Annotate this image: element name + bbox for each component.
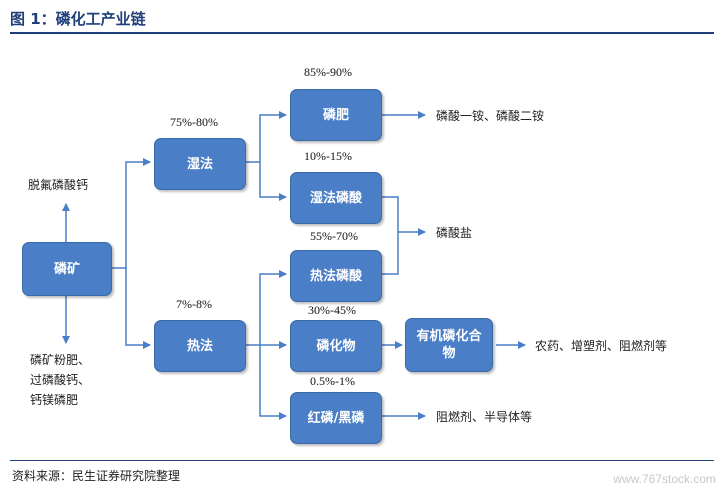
node-thermal-process: 热法 [154,320,246,372]
arrow-wet-acid [259,162,287,201]
pct-fertilizer: 85%-90% [304,65,352,79]
arrow-rock-thermal [125,268,151,349]
node-phosphate-fertilizer: 磷肥 [290,89,382,141]
watermark: www.767stock.com [613,472,716,486]
pct-phosphides: 30%-45% [308,303,356,317]
source-note: 资料来源：民生证券研究院整理 [12,469,181,483]
label-end-uses-organo: 农药、增塑剂、阻燃剂等 [535,339,668,353]
node-wet-phosphoric-acid: 湿法磷酸 [290,172,382,224]
arrow-rock-wet [112,158,151,269]
label-phosphates: 磷酸盐 [436,226,473,240]
node-phosphides: 磷化物 [290,320,382,372]
pct-thermal-acid: 55%-70% [310,229,358,243]
label-fertilizers-item: 磷矿粉肥、 [30,353,91,367]
figure-title: 图 1：磷化工产业链 [10,10,146,28]
node-phosphate-rock: 磷矿 [22,242,112,296]
label-defluorinated-calcium: 脱氟磷酸钙 [28,178,89,192]
arrow-wet-fertilizer [246,111,287,163]
title-divider [10,32,714,34]
merge-bracket [382,196,399,275]
label-ammonium-phosphates: 磷酸一铵、磷酸二铵 [436,109,545,123]
node-wet-process: 湿法 [154,138,246,190]
footer-divider [10,460,714,461]
arrow-thermal-acid [246,270,287,346]
pct-wet: 75%-80% [170,115,218,129]
node-thermal-phosphoric-acid: 热法磷酸 [290,250,382,302]
label-fertilizers-list: 磷矿粉肥、 过磷酸钙、 钙镁磷肥 [30,350,120,410]
pct-thermal: 7%-8% [176,297,212,311]
node-red-black-phosphorus: 红磷/黑磷 [290,392,382,444]
label-fertilizers-item: 过磷酸钙、 [30,373,91,387]
arrow-thermal-red [259,345,287,420]
pct-red-black: 0.5%-1% [310,374,355,388]
label-fertilizers-item: 钙镁磷肥 [30,393,79,407]
pct-wet-acid: 10%-15% [304,149,352,163]
node-organophosphorus: 有机磷化合物 [405,318,493,372]
label-end-uses-red: 阻燃剂、半导体等 [436,410,533,424]
